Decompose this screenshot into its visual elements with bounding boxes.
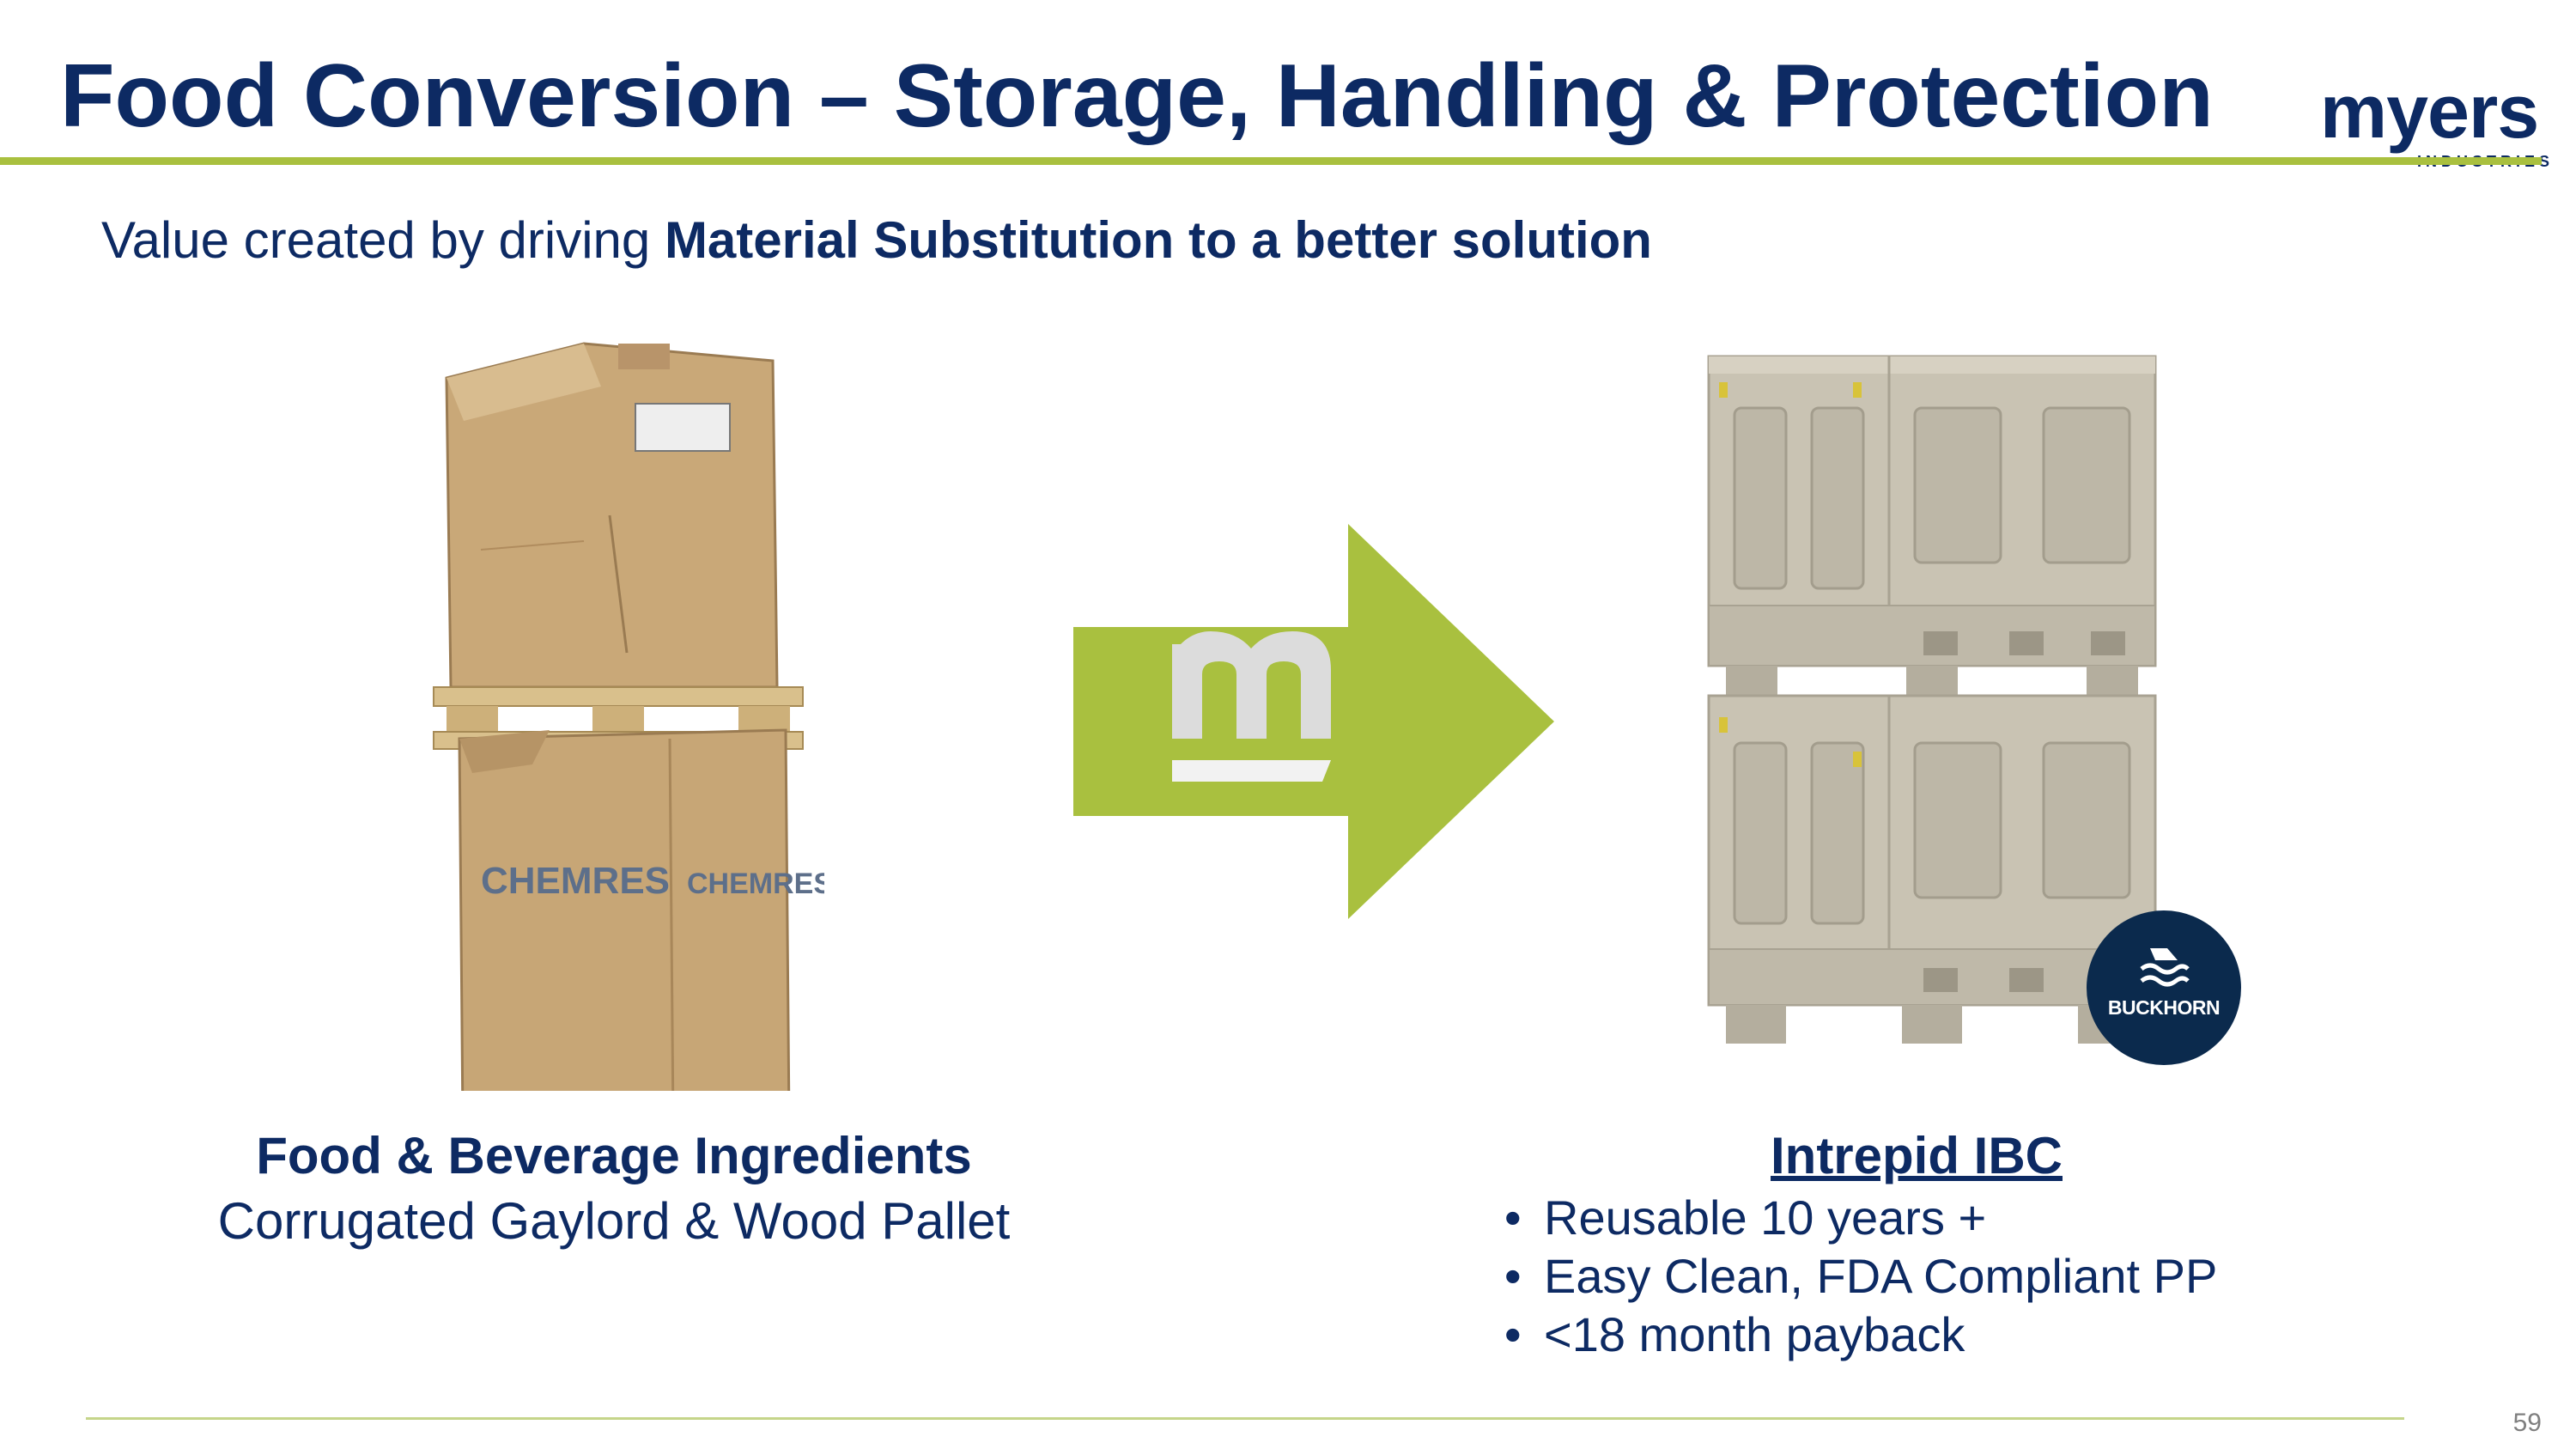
bullet-dot-icon: • <box>1504 1249 1522 1303</box>
left-product-caption: Food & Beverage Ingredients Corrugated G… <box>189 1123 1039 1254</box>
right-product-caption: Intrepid IBC •Reusable 10 years + •Easy … <box>1494 1123 2473 1364</box>
right-product-heading: Intrepid IBC <box>1771 1127 2063 1184</box>
buckhorn-wave-icon <box>2140 948 2190 987</box>
footer-rule <box>86 1417 2404 1420</box>
title-underline <box>0 157 2542 165</box>
buckhorn-label: BUCKHORN <box>2107 996 2221 1019</box>
myers-logo: myers INDUSTRIES <box>2305 69 2554 172</box>
bullet-dot-icon: • <box>1504 1190 1522 1245</box>
slide-subtitle: Value created by driving Material Substi… <box>101 206 1652 275</box>
subtitle-prefix: Value created by driving <box>101 211 651 269</box>
list-item: •Reusable 10 years + <box>1494 1189 2473 1247</box>
left-product-heading: Food & Beverage Ingredients <box>256 1127 972 1184</box>
myers-m-mark-icon <box>1172 631 1331 782</box>
box-print-side: CHEMRES <box>687 868 824 900</box>
page-number: 59 <box>2512 1409 2542 1437</box>
logo-wordmark: myers <box>2319 69 2539 154</box>
left-product-subheading: Corrugated Gaylord & Wood Pallet <box>217 1192 1011 1250</box>
buckhorn-badge: BUCKHORN <box>2087 910 2241 1065</box>
intrepid-ibc-image <box>1707 355 2157 1044</box>
slide-title: Food Conversion – Storage, Handling & Pr… <box>60 46 2214 146</box>
bullet-dot-icon: • <box>1504 1307 1522 1361</box>
box-print-front: CHEMRES <box>481 860 670 902</box>
gaylord-image: CHEMRES CHEMRES <box>433 342 824 1091</box>
subtitle-emphasis: Material Substitution to a better soluti… <box>664 211 1652 269</box>
conversion-arrow <box>1073 524 1554 919</box>
list-item: •<18 month payback <box>1494 1306 2473 1364</box>
benefits-list: •Reusable 10 years + •Easy Clean, FDA Co… <box>1494 1189 2473 1364</box>
list-item: •Easy Clean, FDA Compliant PP <box>1494 1247 2473 1306</box>
